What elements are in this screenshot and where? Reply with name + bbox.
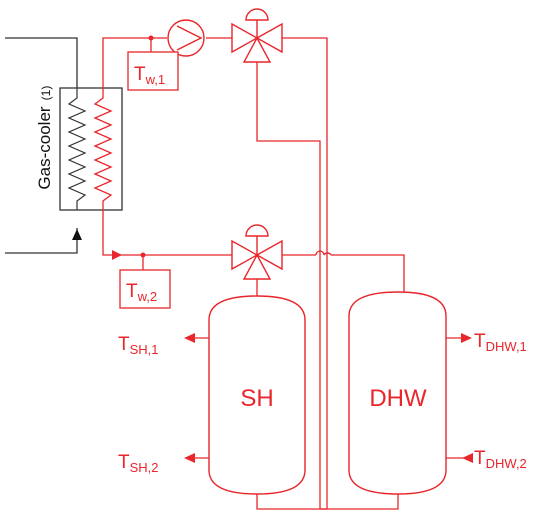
tsh2-subscript: SH,2 xyxy=(130,460,159,475)
tdhw2-subscript: DHW,2 xyxy=(486,456,527,471)
upper-valve-sh-line xyxy=(256,62,321,509)
tw1-tap-dot xyxy=(148,35,154,41)
lower-three-way-valve xyxy=(231,224,283,280)
hot-water-supply-line xyxy=(102,37,167,88)
tsh1-label: TSH,1 xyxy=(118,334,159,357)
line-hop-1 xyxy=(315,250,325,256)
tdhw1-label: TDHW,1 xyxy=(474,331,527,354)
tsh1-probe-arrow xyxy=(184,333,195,343)
sh-tank-bottom-line xyxy=(256,494,327,510)
tdhw1-subscript: DHW,1 xyxy=(486,339,527,354)
cold-water-return-line xyxy=(102,210,232,256)
refrigerant-coil xyxy=(67,88,87,210)
tsh2-label: TSH,2 xyxy=(118,452,159,475)
return-flow-arrow xyxy=(112,250,122,260)
circulation-pump xyxy=(167,19,205,57)
refrigerant-outlet-line xyxy=(5,228,78,254)
refrigerant-flow-arrow xyxy=(72,229,82,240)
tdhw1-probe-arrow xyxy=(461,333,472,343)
gas-cooler-box xyxy=(59,87,123,211)
water-coil xyxy=(93,88,113,210)
sh-tank-label: SH xyxy=(240,385,273,412)
dhw-tank-bottom-line xyxy=(320,494,399,510)
tw2-sensor-box xyxy=(119,269,171,309)
tsh2-probe-arrow xyxy=(184,453,195,463)
tw1-subscript: w,1 xyxy=(145,72,166,87)
tw2-subscript: w,2 xyxy=(137,289,158,304)
line-hop-2 xyxy=(323,252,332,256)
tdhw2-label: TDHW,2 xyxy=(474,448,527,471)
tw1-label: Tw,1 xyxy=(134,64,165,87)
gas-cooler-footnote: (1) xyxy=(39,86,53,101)
tw1-sensor-box xyxy=(127,51,179,91)
upper-valve-dhw-line xyxy=(282,37,328,509)
water-lines xyxy=(93,37,405,510)
lower-valve-dhw-line xyxy=(331,254,405,292)
refrigerant-inlet-line xyxy=(5,37,78,88)
tdhw2-probe-arrow xyxy=(462,453,473,463)
gas-cooler-label: Gas-cooler xyxy=(35,106,54,189)
upper-three-way-valve xyxy=(231,8,283,63)
dhw-tank-label: DHW xyxy=(369,385,427,412)
tw2-tap-dot xyxy=(140,252,146,258)
tsh1-subscript: SH,1 xyxy=(130,342,159,357)
sh-tank xyxy=(208,295,306,495)
tw2-label: Tw,2 xyxy=(126,281,157,304)
dhw-tank xyxy=(348,291,447,495)
